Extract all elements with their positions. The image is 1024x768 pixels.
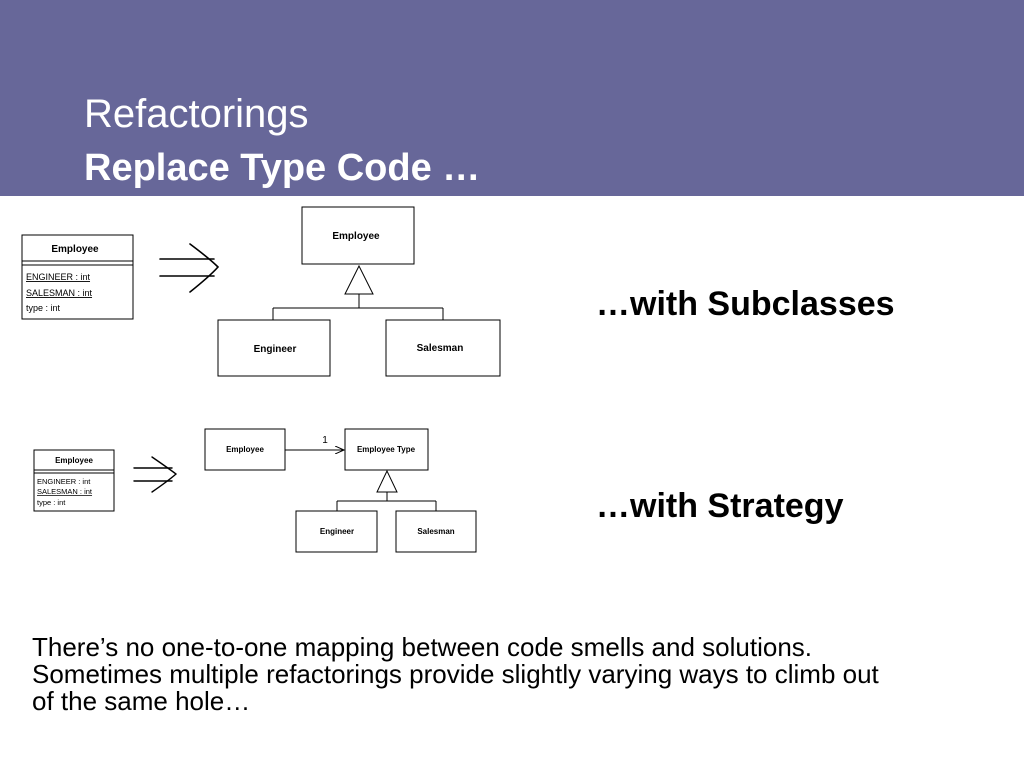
diagram2-employee-type-label: Employee Type <box>357 445 416 454</box>
body-line-1: There’s no one-to-one mapping between co… <box>32 632 812 662</box>
diagram2-before-class: Employee ENGINEER : int SALESMAN : int t… <box>33 449 115 512</box>
diagram1-before-attr-salesman: SALESMAN : int <box>26 288 93 298</box>
slide-subtitle: Replace Type Code … <box>84 147 481 189</box>
diagram2-transform-arrow <box>133 456 178 493</box>
diagram2-before-class-name: Employee <box>55 456 93 465</box>
diagram1-employee-class <box>301 206 415 265</box>
body-line-3: of the same hole… <box>32 686 251 716</box>
slide-title: Refactorings <box>84 92 309 136</box>
diagram2-employee-class <box>204 428 286 471</box>
diagram2-salesman-class <box>395 510 477 553</box>
diagram1-employee-label: Employee <box>332 231 380 242</box>
diagram2-after: Employee 1 Employee Type Engineer Salesm… <box>204 428 477 553</box>
title-bar: Refactorings Replace Type Code … <box>0 0 1024 196</box>
diagram1-after: Employee Engineer Salesman <box>217 206 501 377</box>
diagram2-salesman-label: Salesman <box>417 527 454 536</box>
body-line-2: Sometimes multiple refactorings provide … <box>32 659 879 689</box>
diagram2-engineer-label: Engineer <box>320 527 354 536</box>
diagram1-transform-arrow <box>159 243 220 293</box>
diagram2-engineer-class <box>295 510 378 553</box>
body-paragraph: There’s no one-to-one mapping between co… <box>32 634 992 715</box>
diagram1-salesman-class <box>385 319 501 377</box>
diagram1-before-class: Employee ENGINEER : int SALESMAN : int t… <box>21 234 134 320</box>
caption-with-strategy: …with Strategy <box>596 487 844 525</box>
diagram2-inheritance-triangle <box>376 469 398 493</box>
diagram1-salesman-label: Salesman <box>417 343 464 354</box>
diagram1-inheritance-triangle <box>344 264 374 295</box>
diagram1-before-class-name: Employee <box>51 244 99 255</box>
diagram2-before-attr-engineer: ENGINEER : int <box>37 477 91 486</box>
diagram2-employee-type-class <box>344 428 429 471</box>
diagram1-before-attr-engineer: ENGINEER : int <box>26 272 91 282</box>
diagram1-engineer-class <box>217 319 331 377</box>
diagram2-employee-label: Employee <box>226 445 264 454</box>
diagram1-before-attr-type: type : int <box>26 303 61 313</box>
caption-with-subclasses: …with Subclasses <box>596 285 895 323</box>
diagram1-engineer-label: Engineer <box>254 344 297 355</box>
uml-diagrams: Employee ENGINEER : int SALESMAN : int t… <box>21 206 501 553</box>
diagram2-before-attr-type: type : int <box>37 498 66 507</box>
diagram2-before-attr-salesman: SALESMAN : int <box>37 487 93 496</box>
diagram2-multiplicity: 1 <box>322 435 328 446</box>
